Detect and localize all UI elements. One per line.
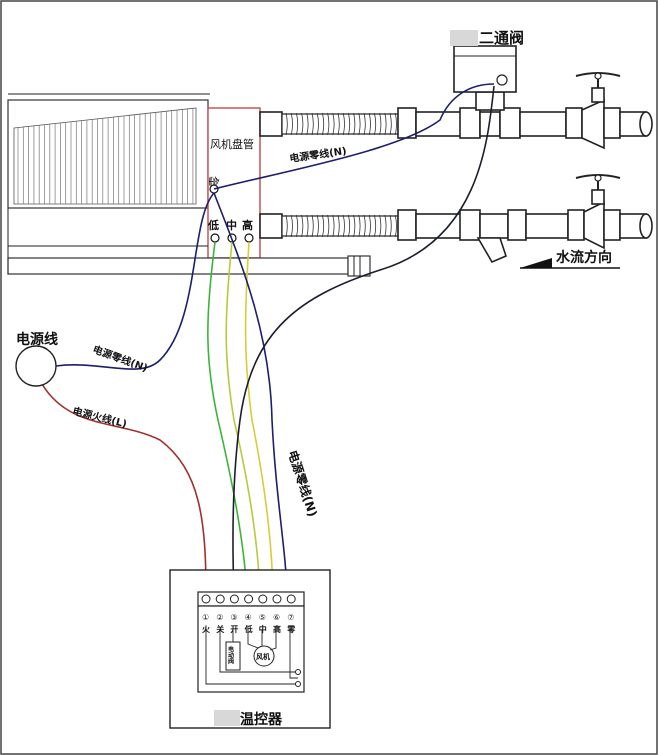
power-cord-plug [15,345,57,387]
wire-high [244,241,274,595]
terminal-screw [201,594,211,604]
flow-direction-arrow [520,258,620,269]
power-cord-label: 电源线 [16,331,58,348]
terminal-screw [229,594,239,604]
wire-neutral-power [55,192,215,370]
terminal-label: 低 [244,624,253,634]
terminal-label: 火 [202,625,211,634]
terminal-screw [215,594,225,604]
terminal-screw [272,594,282,604]
fan-coil-label: 风机盘管 [210,137,254,151]
terminal-screw [286,594,296,604]
neutral-left-label: 电源零线(N) [91,343,149,375]
terminal-label: 关 [216,624,224,634]
wire-low [207,241,248,595]
zero-label: 零 [208,176,221,187]
terminal-number: ④ [245,613,252,622]
flow-direction-label: 水流方向 [556,249,612,266]
terminal-number: ② [216,613,223,622]
mid-label: 中 [226,218,237,232]
valve-label: 二通阀 [479,29,524,47]
wire-neutral-thermostat [213,192,288,595]
blurred-prefix [450,30,478,46]
terminal-screw [244,594,254,604]
two-way-valve-actuator [453,45,517,111]
neutral-top-label: 电源零线(N) [289,144,348,165]
junction-box [207,107,261,259]
terminal-number: ⑦ [287,613,294,622]
wire-valve-open [232,85,495,595]
terminal-number: ⑥ [273,613,280,622]
valve-box-label: 电动阀 [227,645,234,665]
terminal-number: ③ [230,613,237,622]
drain-tray [7,257,349,275]
high-label: 高 [242,218,253,232]
motor-symbol [253,645,275,667]
thermostat-circuit [197,605,305,693]
upper-pipe-assembly [259,72,653,150]
wires [41,83,495,595]
flex-hose-upper [281,112,399,136]
terminal-number: ⑤ [259,613,266,622]
terminal-high [244,233,254,243]
blurred-prefix-2 [214,710,240,726]
wire-neutral-to-valve [213,83,495,190]
flex-hose-lower [281,214,399,238]
live-label: 电源火线(L) [71,404,128,430]
terminal-label: 开 [230,625,238,634]
fan-coil-unit [7,93,371,277]
terminal-low [210,233,220,243]
wire-live [41,383,207,595]
lower-pipe-assembly [259,174,653,264]
terminal-number: ① [202,613,209,622]
low-label: 低 [207,218,219,232]
terminal-label: 中 [259,624,267,634]
y-strainer [476,237,507,264]
motor-label: 风机 [256,652,270,661]
thermostat-label: 温控器 [240,711,283,728]
coil-fins [13,107,197,205]
terminal-label: 零 [286,624,296,634]
neutral-down-label: 电源零线(N) [285,448,321,518]
wire-mid [225,241,261,595]
terminal-screw [258,594,268,604]
terminal-label: 高 [273,624,281,634]
